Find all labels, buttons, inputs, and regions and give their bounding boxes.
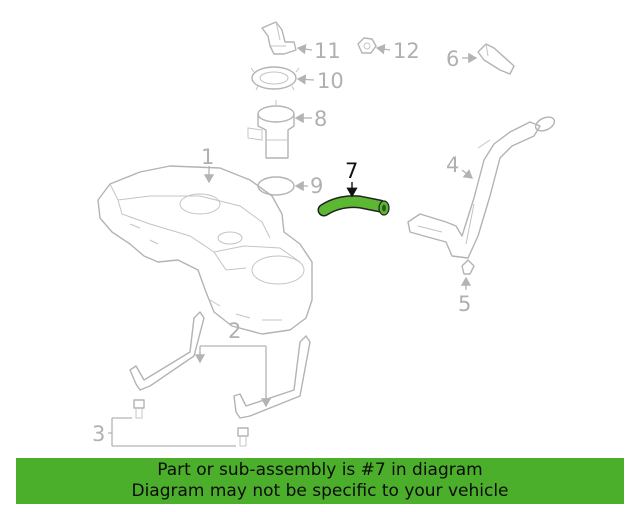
callout-1-label: 1 bbox=[201, 145, 214, 169]
callout-3: 3 bbox=[92, 417, 236, 447]
bolt-part-3-upper bbox=[133, 399, 145, 419]
callout-7-label: 7 bbox=[345, 159, 358, 183]
callout-9: 9 bbox=[294, 174, 323, 198]
callout-10: 10 bbox=[296, 69, 344, 93]
callout-11-label: 11 bbox=[314, 39, 341, 63]
banner-line-part: Part or sub-assembly is #7 in diagram bbox=[157, 460, 483, 480]
callout-2-label: 2 bbox=[228, 319, 241, 343]
callout-3-label: 3 bbox=[92, 422, 105, 446]
hose-part-7 bbox=[317, 195, 390, 217]
callout-7: 7 bbox=[345, 159, 358, 198]
fuel-tank-part-1 bbox=[97, 165, 313, 335]
filler-pipe-part-4 bbox=[407, 116, 556, 259]
nut-part-12 bbox=[357, 37, 377, 54]
bracket-part-11 bbox=[261, 21, 297, 55]
callout-4-label: 4 bbox=[446, 153, 459, 177]
callout-8-label: 8 bbox=[314, 107, 327, 131]
callout-11: 11 bbox=[296, 39, 341, 63]
fuel-pump-part-8 bbox=[247, 100, 295, 159]
callout-8: 8 bbox=[294, 107, 327, 131]
callout-6-label: 6 bbox=[446, 47, 459, 71]
callout-4: 4 bbox=[446, 153, 474, 179]
bolt-part-3-lower bbox=[237, 427, 249, 447]
parts-diagram: 11 12 6 10 8 9 bbox=[92, 21, 556, 447]
callout-9-label: 9 bbox=[310, 174, 323, 198]
clip-part-6 bbox=[477, 43, 515, 75]
seal-part-9 bbox=[257, 176, 295, 196]
callout-1: 1 bbox=[201, 145, 214, 184]
info-banner: Part or sub-assembly is #7 in diagram Di… bbox=[16, 458, 624, 504]
callout-6: 6 bbox=[446, 47, 478, 71]
callout-12: 12 bbox=[375, 39, 420, 63]
callout-5: 5 bbox=[458, 276, 471, 316]
banner-line-disclaimer: Diagram may not be specific to your vehi… bbox=[131, 481, 509, 501]
callout-10-label: 10 bbox=[317, 69, 344, 93]
clip-part-5 bbox=[461, 259, 475, 275]
callout-5-label: 5 bbox=[458, 292, 471, 316]
lock-ring-part-10 bbox=[250, 66, 300, 91]
callout-12-label: 12 bbox=[393, 39, 420, 63]
strap-part-2 bbox=[129, 311, 311, 419]
callout-2: 2 bbox=[194, 319, 272, 408]
